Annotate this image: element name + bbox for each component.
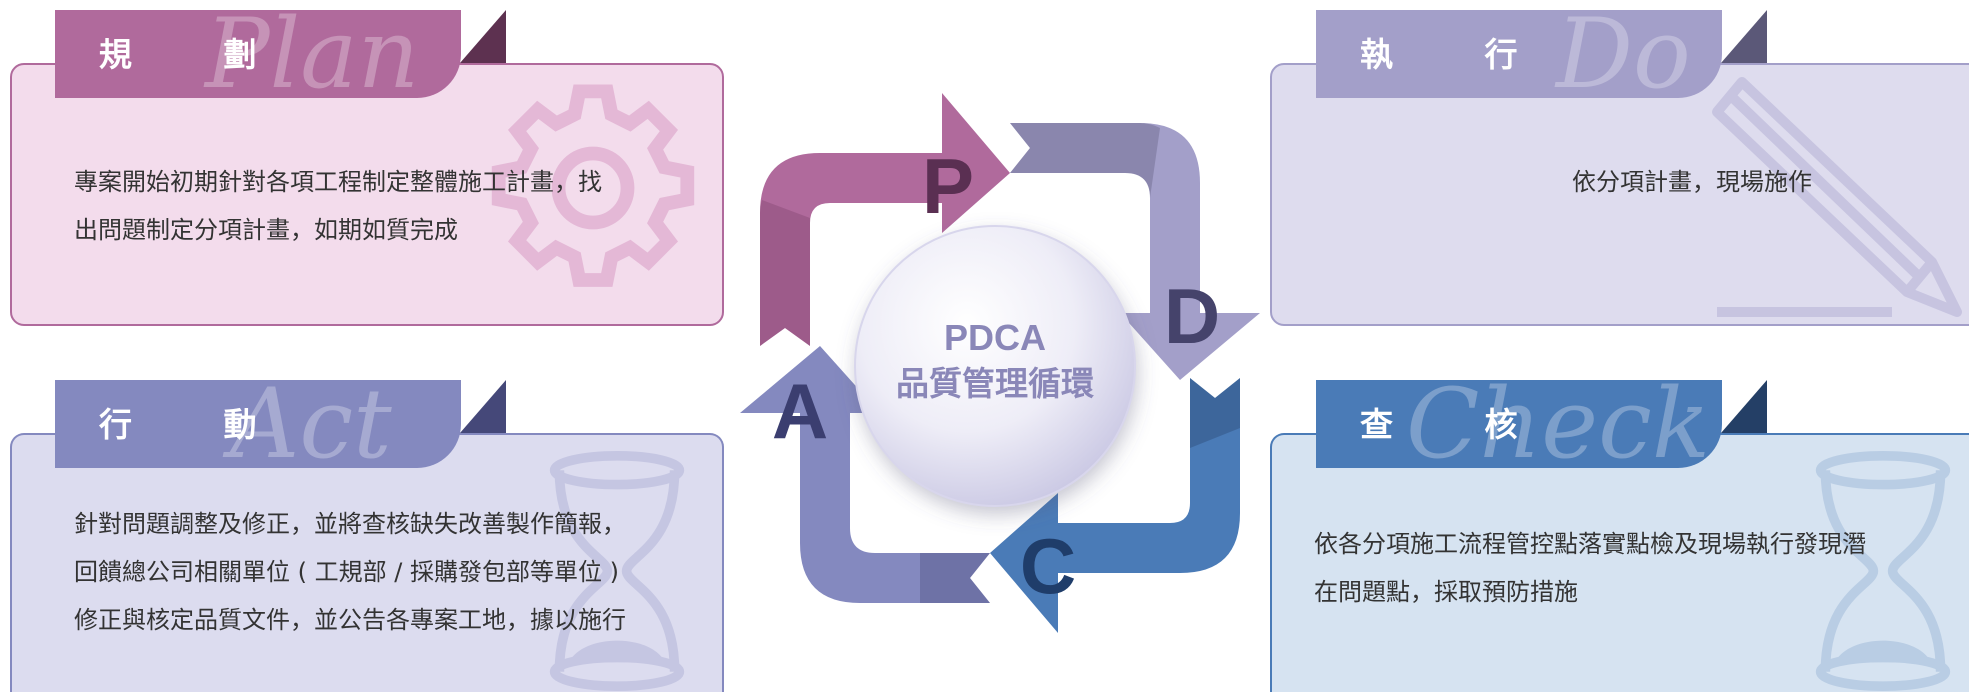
plan-arrow-shade <box>760 200 810 346</box>
act-arrow-shade <box>920 553 990 603</box>
do-description: 依分項計畫，現場施作 <box>1492 158 1892 206</box>
plan-title: 規 劃 <box>99 35 297 74</box>
act-arrow <box>740 346 990 603</box>
plan-tab: Plan 規 劃 <box>55 10 461 98</box>
plan-line-1: 專案開始初期針對各項工程制定整體施工計畫，找 <box>74 168 602 196</box>
do-line-1: 依分項計畫，現場施作 <box>1572 168 1812 196</box>
plan-panel: 專案開始初期針對各項工程制定整體施工計畫，找 出問題制定分項計畫，如期如質完成 <box>10 63 724 326</box>
plan-description: 專案開始初期針對各項工程制定整體施工計畫，找 出問題制定分項計畫，如期如質完成 <box>74 158 602 254</box>
check-line-1: 依各分項施工流程管控點落實點檢及現場執行發現潛 <box>1314 530 1866 558</box>
do-tab: Do 執 行 <box>1316 10 1722 98</box>
check-line-2: 在問題點，採取預防措施 <box>1314 578 1578 606</box>
hourglass-icon <box>549 451 685 691</box>
cycle-letter-p: P <box>922 142 974 230</box>
plan-tab-fold <box>460 10 506 63</box>
check-arrow <box>990 378 1240 633</box>
plan-arrow <box>760 93 1010 346</box>
act-tab: Act 行 動 <box>55 380 461 468</box>
check-arrow-shade <box>1190 378 1240 448</box>
act-tab-fold <box>460 380 506 433</box>
check-tab-fold <box>1721 380 1767 433</box>
act-panel: 針對問題調整及修正，並將查核缺失改善製作簡報， 回饋總公司相關單位 ( 工規部 … <box>10 433 724 692</box>
act-line-1: 針對問題調整及修正，並將查核缺失改善製作簡報， <box>74 510 626 538</box>
cycle-letter-c: C <box>1020 522 1076 610</box>
cycle-letter-a: A <box>772 367 828 455</box>
do-title: 執 行 <box>1360 35 1558 74</box>
hourglass-icon <box>1815 451 1951 691</box>
gear-icon <box>491 84 695 287</box>
check-tab: Check 查 核 <box>1316 380 1722 468</box>
do-arrow <box>1010 123 1260 380</box>
check-title: 查 核 <box>1360 405 1558 444</box>
check-description: 依各分項施工流程管控點落實點檢及現場執行發現潛 在問題點，採取預防措施 <box>1314 520 1866 616</box>
do-panel: 依分項計畫，現場施作 <box>1270 63 1969 326</box>
pencil-icon <box>1712 77 1962 317</box>
check-script-watermark: Check <box>1406 380 1711 468</box>
plan-line-2: 出問題制定分項計畫，如期如質完成 <box>74 216 458 244</box>
act-line-2: 回饋總公司相關單位 ( 工規部 / 採購發包部等單位 ) <box>74 558 619 586</box>
center-title: PDCA <box>944 317 1046 358</box>
do-tab-fold <box>1721 10 1767 63</box>
act-description: 針對問題調整及修正，並將查核缺失改善製作簡報， 回饋總公司相關單位 ( 工規部 … <box>74 500 626 644</box>
do-arrow-shade <box>1010 123 1160 198</box>
plan-script-watermark: Plan <box>205 10 420 98</box>
center-hub <box>855 226 1135 506</box>
pdca-cycle-diagram: P D C A PDCA 品質管理循環 <box>740 93 1260 633</box>
center-subtitle: 品質管理循環 <box>896 364 1094 403</box>
act-title: 行 動 <box>99 405 297 444</box>
cycle-letter-d: D <box>1164 272 1220 360</box>
act-line-3: 修正與核定品質文件，並公告各專案工地，據以施行 <box>74 606 626 634</box>
do-script-watermark: Do <box>1556 10 1691 98</box>
act-script-watermark: Act <box>230 380 392 468</box>
check-panel: 依各分項施工流程管控點落實點檢及現場執行發現潛 在問題點，採取預防措施 <box>1270 433 1969 692</box>
